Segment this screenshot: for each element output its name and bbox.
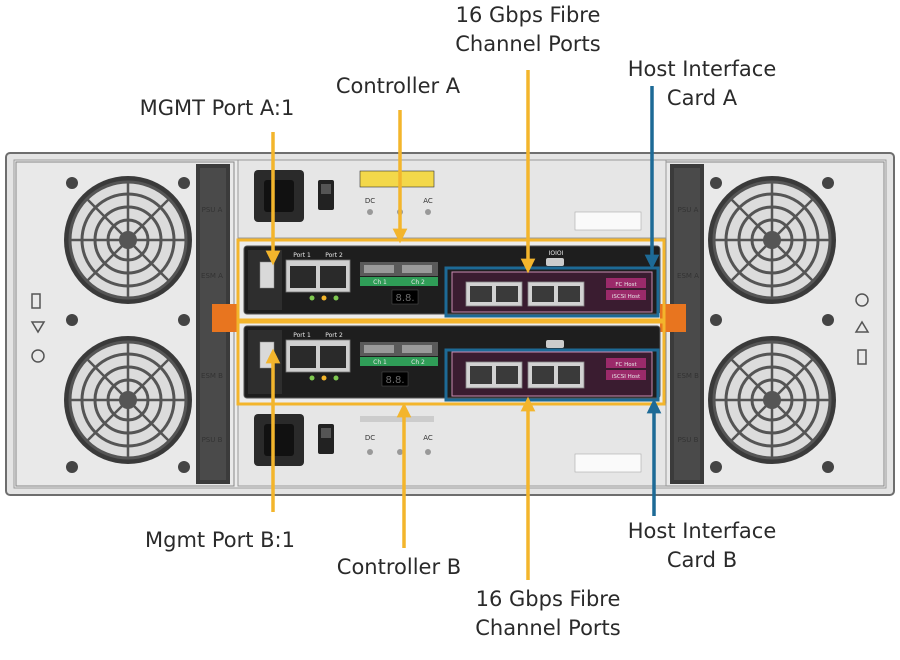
- psu-bottom-dc-label: DC: [365, 434, 375, 442]
- label-controller-b: Controller B: [336, 555, 462, 579]
- esm-b-label-right: ESM B: [677, 372, 699, 380]
- controller-b-highlight: [236, 320, 666, 406]
- controller-b-ch2-label: Ch 2: [411, 359, 425, 366]
- host-card-a-fc-host-label: FC Host: [615, 282, 637, 288]
- controller-a-ch2-label: Ch 2: [411, 279, 425, 286]
- esm-a-label-left: ESM A: [201, 272, 223, 280]
- psu-bottom: DC AC: [237, 403, 667, 487]
- esm-b-label-left: ESM B: [201, 372, 223, 380]
- callout-arrows: [265, 70, 662, 580]
- fan-top-right: [708, 176, 836, 304]
- fan-bottom-left: [64, 336, 192, 464]
- controller-a-port-1-label: Port 1: [293, 252, 311, 259]
- label-mgmt-port-b: Mgmt Port B:1: [145, 528, 295, 552]
- psu-top: DC AC: [237, 159, 667, 239]
- fan-bottom-right: [708, 336, 836, 464]
- label-mgmt-port-a: MGMT Port A:1: [139, 96, 295, 120]
- status-icons-right: [854, 293, 870, 365]
- controller-b-ch1-label: Ch 1: [373, 359, 387, 366]
- bay-labels: PSU A ESM A ESM B PSU B PSU A ESM A ESM …: [201, 206, 699, 444]
- controller-b-port-2-label: Port 2: [325, 332, 343, 339]
- psu-a-label-right: PSU A: [678, 206, 699, 214]
- host-card-b-iscsi-host-label: iSCSI Host: [612, 374, 641, 380]
- controller-a-ioioi-label: IOIOI: [549, 250, 564, 257]
- psu-b-label-left: PSU B: [202, 436, 223, 444]
- controller-b-seven-seg: 8.8.: [385, 375, 404, 386]
- esm-a-label-right: ESM A: [677, 272, 699, 280]
- psu-a-label-left: PSU A: [202, 206, 223, 214]
- controller-a-ch1-label: Ch 1: [373, 279, 387, 286]
- host-card-b-highlight: [444, 348, 660, 402]
- label-host-card-b: Host Interface Card B: [627, 519, 777, 572]
- psu-top-ac-label: AC: [423, 197, 433, 205]
- label-fc-ports-bottom: 16 Gbps Fibre Channel Ports: [475, 587, 621, 640]
- status-icons-left: [30, 293, 46, 363]
- psu-b-label-right: PSU B: [678, 436, 699, 444]
- host-card-a-iscsi-host-label: iSCSI Host: [612, 294, 641, 300]
- label-host-card-a: Host Interface Card A: [627, 57, 777, 110]
- controller-a-port-2-label: Port 2: [325, 252, 343, 259]
- host-card-b-fc-host-label: FC Host: [615, 362, 637, 368]
- host-card-a-highlight: [444, 266, 660, 318]
- controller-b-port-1-label: Port 1: [293, 332, 311, 339]
- psu-bottom-ac-label: AC: [423, 434, 433, 442]
- label-fc-ports-top: 16 Gbps Fibre Channel Ports: [455, 3, 601, 56]
- host-interface-card-a: FC Host iSCSI Host: [451, 271, 653, 313]
- fan-top-left: [64, 176, 192, 304]
- psu-top-dc-label: DC: [365, 197, 375, 205]
- thumbscrews: [66, 177, 834, 473]
- controller-a-seven-seg: 8.8.: [395, 293, 414, 304]
- host-interface-card-b: FC Host iSCSI Host: [451, 351, 653, 397]
- label-controller-a: Controller A: [335, 74, 461, 98]
- controller-a-highlight: [236, 238, 666, 322]
